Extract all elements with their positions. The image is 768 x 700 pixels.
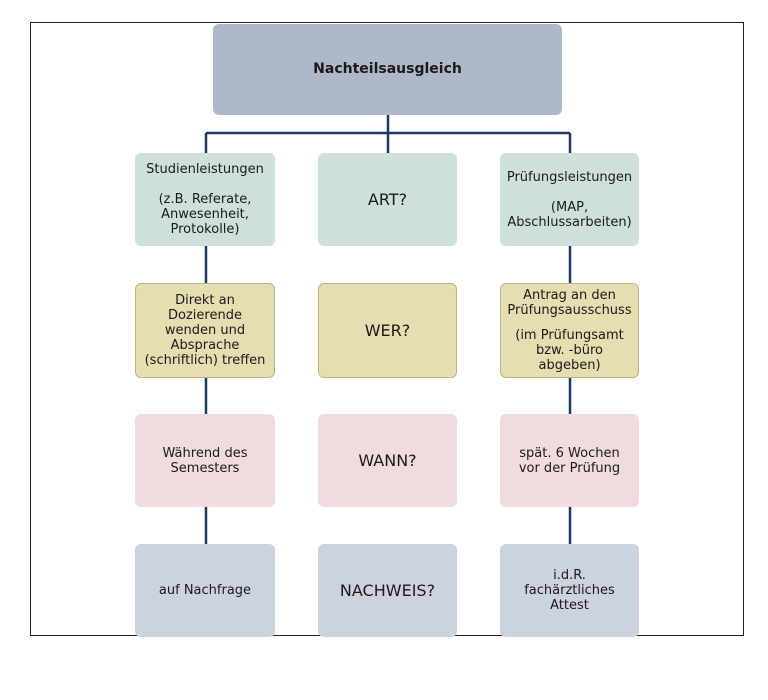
art-question-label: ART? (367, 189, 408, 209)
wann-left-line: Semesters (170, 460, 240, 476)
wer-right-line: abgeben) (538, 358, 601, 373)
wann-right-box: spät. 6 Wochen vor der Prüfung (500, 414, 639, 507)
wer-right-line: (im Prüfungsamt (515, 328, 624, 343)
wer-right-line: Antrag an den (523, 288, 616, 303)
wer-left-box: Direkt an Dozierende wenden und Absprach… (135, 283, 275, 378)
wann-question-box: WANN? (318, 414, 457, 507)
wer-left-line: wenden und (164, 323, 246, 338)
art-right-line: Abschlussarbeiten) (507, 214, 632, 230)
nachweis-right-line: i.d.R. (553, 568, 586, 583)
wer-question-box: WER? (318, 283, 457, 378)
art-right-line: (MAP, (550, 199, 589, 215)
art-left-line: Studienleistungen (146, 162, 264, 177)
title-box: Nachteilsausgleich (213, 24, 562, 115)
nachweis-left-box: auf Nachfrage (135, 544, 275, 637)
art-right-box: Prüfungsleistungen (MAP, Abschlussarbeit… (500, 153, 639, 246)
wann-right-line: vor der Prüfung (518, 460, 621, 476)
nachweis-question-label: NACHWEIS? (339, 580, 436, 600)
nachweis-right-line: Attest (550, 598, 589, 613)
wer-right-line: bzw. -büro (536, 343, 603, 358)
wer-left-line: Absprache (170, 338, 240, 353)
nachweis-left-line: auf Nachfrage (158, 583, 252, 598)
nachweis-question-box: NACHWEIS? (318, 544, 457, 637)
wer-right-line: Prüfungsausschuss (507, 303, 632, 318)
art-left-box: Studienleistungen (z.B. Referate, Anwese… (135, 153, 275, 246)
wer-left-line: (schriftlich) treffen (144, 353, 266, 368)
art-question-box: ART? (318, 153, 457, 246)
wer-question-label: WER? (364, 320, 411, 340)
art-left-line: Protokolle) (170, 222, 240, 237)
wer-right-box: Antrag an den Prüfungsausschuss (im Prüf… (500, 283, 639, 378)
nachweis-right-box: i.d.R. fachärztliches Attest (500, 544, 639, 637)
title-text: Nachteilsausgleich (313, 61, 462, 77)
art-left-line: Anwesenheit, (161, 207, 249, 222)
wann-left-box: Während des Semesters (135, 414, 275, 507)
art-right-line: Prüfungsleistungen (506, 169, 633, 185)
nachweis-right-line: fachärztliches (524, 583, 615, 598)
wann-left-line: Während des (162, 445, 248, 461)
wer-left-line: Direkt an (175, 293, 235, 308)
wann-question-label: WANN? (358, 450, 417, 470)
wann-right-line: spät. 6 Wochen (519, 445, 620, 461)
wer-left-line: Dozierende (168, 308, 242, 323)
art-left-line: (z.B. Referate, (158, 192, 252, 207)
